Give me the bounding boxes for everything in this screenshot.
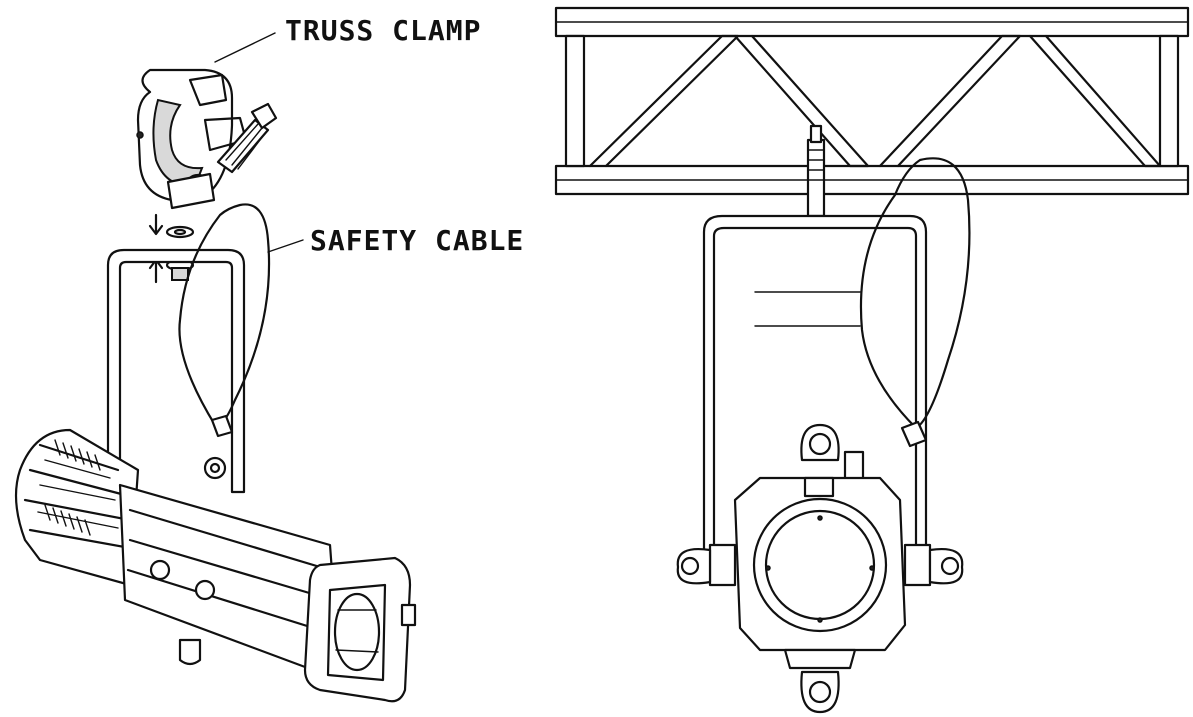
truss-clamp-label: TRUSS CLAMP [285,14,481,47]
safety-cable-leader [267,239,304,253]
truss-clamp-leader [214,32,276,63]
truss [554,6,1190,218]
fixture-front-view [676,214,964,714]
fixture-side-view [14,248,417,703]
truss-clamp [136,68,278,284]
safety-cable-left [178,203,271,427]
arrow-down-icon [148,213,164,236]
safety-cable-label: SAFETY CABLE [310,224,524,257]
arrow-up-icon [148,258,164,284]
